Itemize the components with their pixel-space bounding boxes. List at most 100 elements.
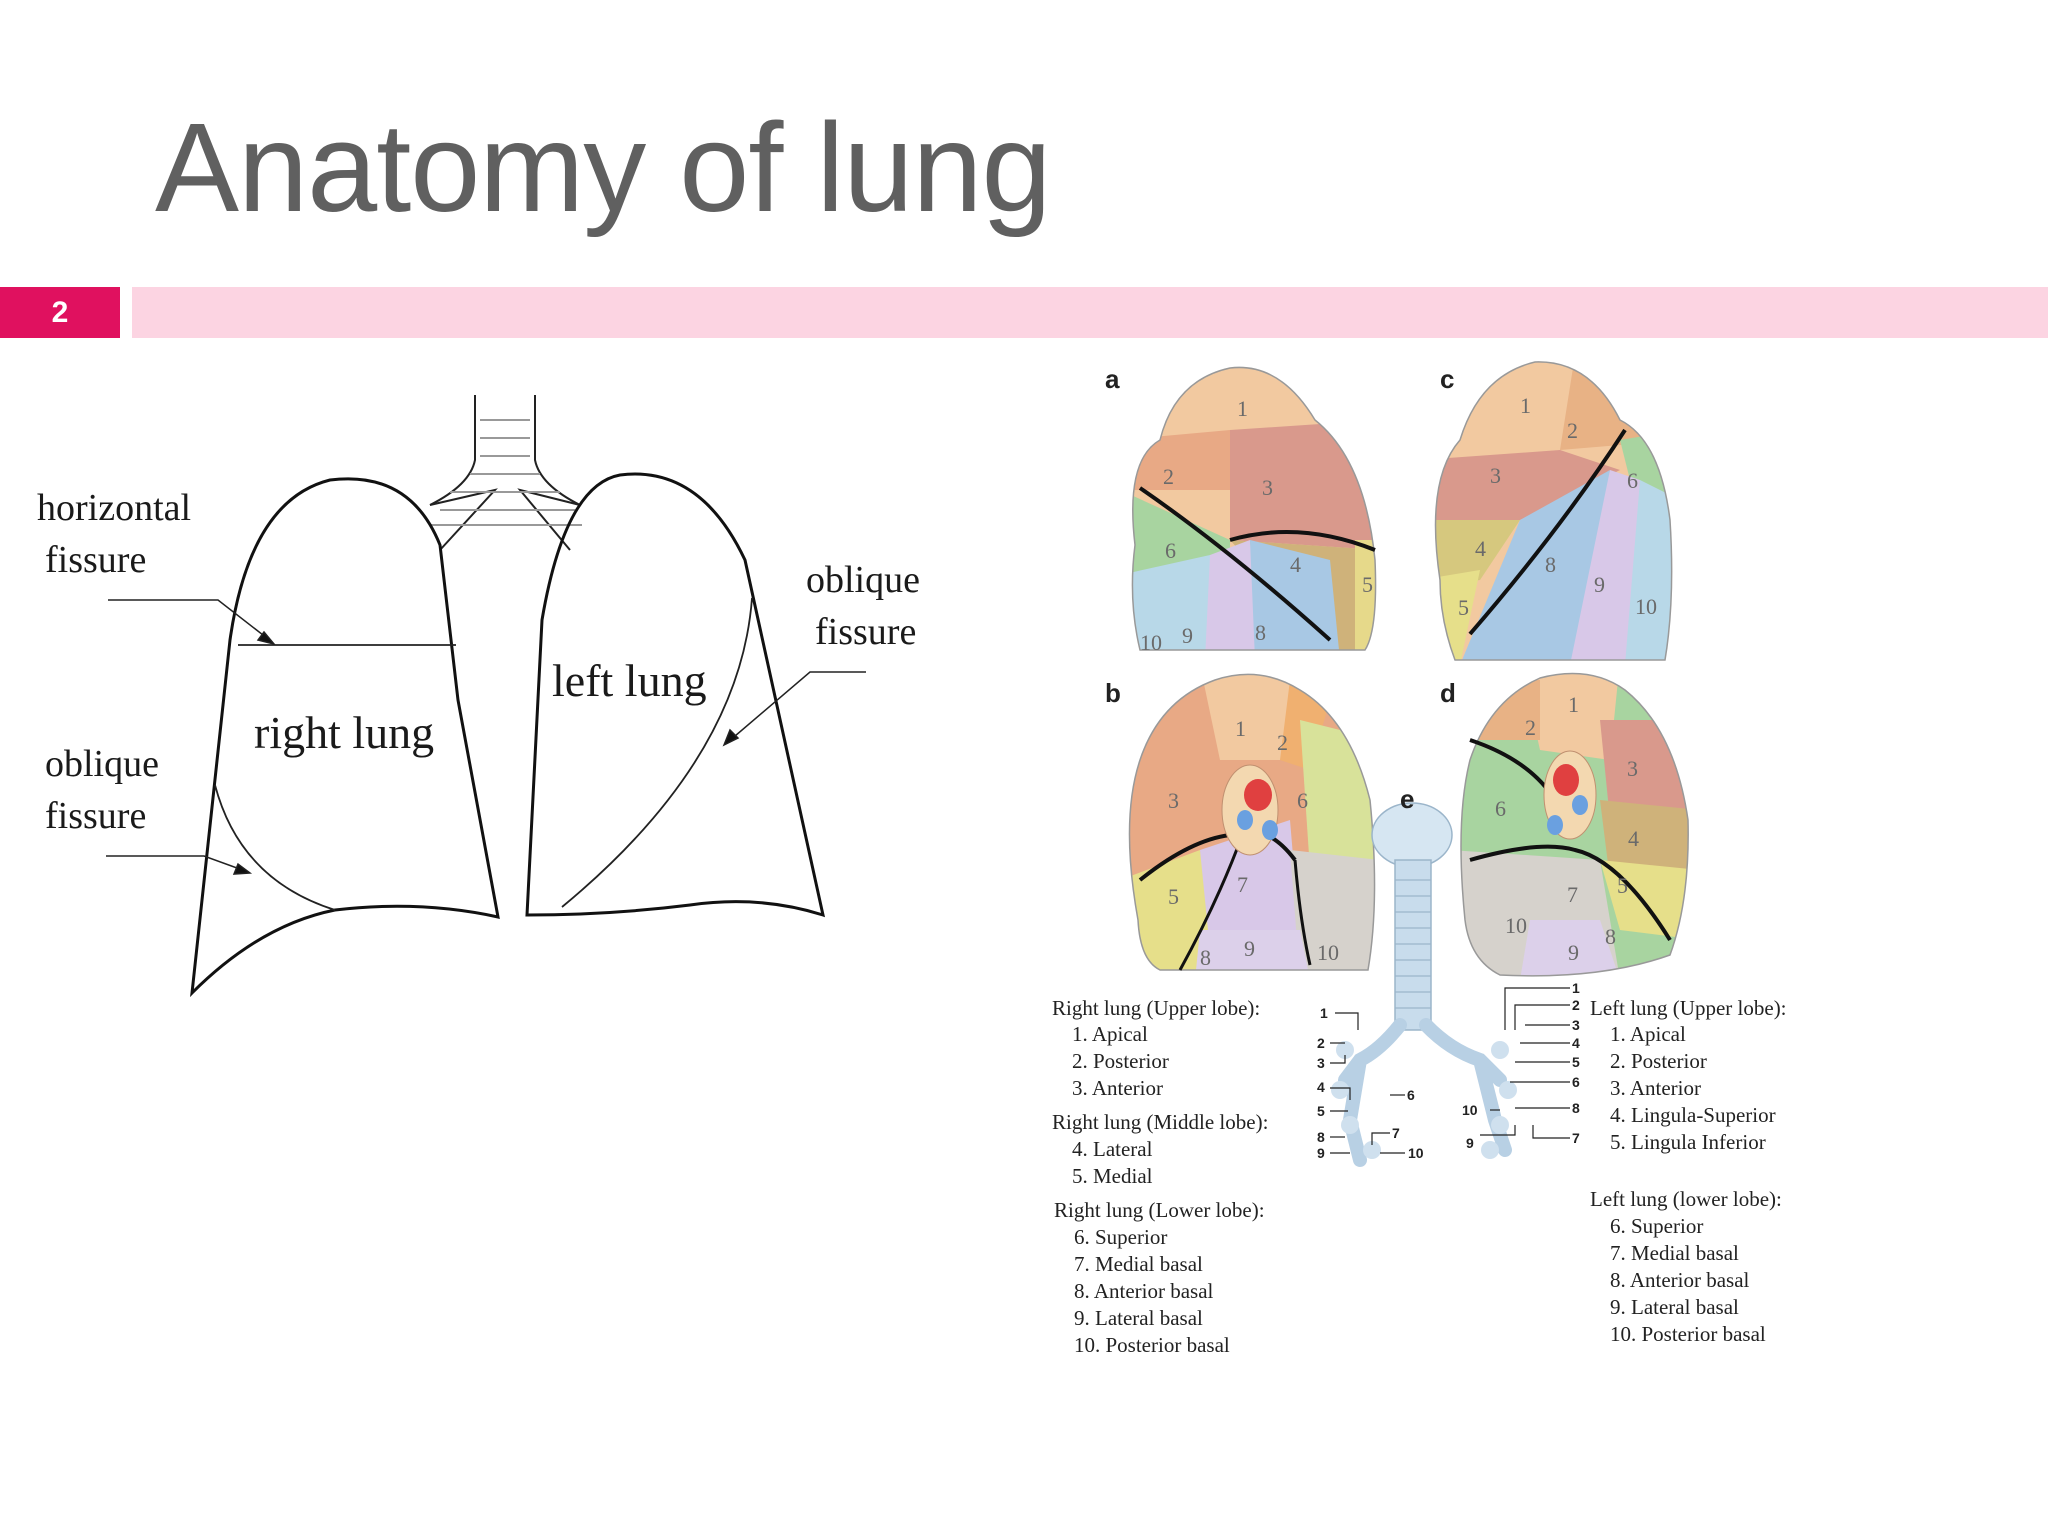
left-oblique-fissure-line	[561, 597, 753, 908]
segment-number: 9	[1594, 572, 1605, 597]
bronchus-number: 1	[1572, 980, 1580, 996]
segment-number: 4	[1628, 826, 1639, 851]
panel-letter-e: e	[1400, 784, 1414, 814]
right-oblique-fissure-label-2: fissure	[45, 795, 146, 837]
left-oblique-fissure-label-1: oblique	[806, 559, 920, 601]
key-item: 8. Anterior basal	[1074, 1279, 1214, 1303]
bronchus-number: 4	[1317, 1079, 1325, 1095]
key-item: 7. Medial basal	[1610, 1241, 1739, 1265]
key-item: 10. Posterior basal	[1074, 1333, 1230, 1357]
bronchus-number: 10	[1408, 1145, 1424, 1161]
panel-b-right-lung-medial	[1129, 674, 1375, 970]
segment-number: 3	[1490, 463, 1501, 488]
key-item: 2. Posterior	[1072, 1049, 1169, 1073]
key-item: 7. Medial basal	[1074, 1252, 1203, 1276]
panel-letter-d: d	[1440, 678, 1456, 708]
key-item: 6. Superior	[1610, 1214, 1703, 1238]
left-lung-label: left lung	[552, 655, 707, 706]
segment-number: 2	[1277, 730, 1288, 755]
right-oblique-fissure-line	[214, 784, 336, 911]
segment-number: 6	[1297, 788, 1308, 813]
key-item: 3. Anterior	[1610, 1076, 1701, 1100]
key-item: 5. Lingula Inferior	[1610, 1130, 1766, 1154]
key-left-lung: Left lung (Upper lobe): 1. Apical 2. Pos…	[1590, 996, 1787, 1346]
bronchus-number: 7	[1572, 1130, 1580, 1146]
segment-number: 10	[1635, 594, 1657, 619]
title-underline-bar	[132, 287, 2048, 338]
segment-number: 5	[1458, 595, 1469, 620]
horizontal-fissure-label-2: fissure	[45, 539, 146, 581]
key-item: 10. Posterior basal	[1610, 1322, 1766, 1346]
key-item: 2. Posterior	[1610, 1049, 1707, 1073]
segment-number: 10	[1505, 913, 1527, 938]
key-item: 9. Lateral basal	[1074, 1306, 1203, 1330]
bronchus-number: 9	[1317, 1145, 1325, 1161]
segment-number: 5	[1168, 884, 1179, 909]
left-oblique-fissure-label-2: fissure	[815, 611, 916, 653]
segment-number: 1	[1520, 393, 1531, 418]
segment-number: 5	[1617, 873, 1628, 898]
segment-number: 2	[1163, 464, 1174, 489]
bronchus-number: 5	[1317, 1103, 1325, 1119]
key-item: 9. Lateral basal	[1610, 1295, 1739, 1319]
segment-number: 5	[1362, 572, 1373, 597]
segment-number: 10	[1317, 940, 1339, 965]
label-pointers	[106, 599, 866, 875]
right-lung-label: right lung	[254, 707, 434, 758]
bronchus-number: 3	[1317, 1055, 1325, 1071]
right-lung-outline	[190, 477, 500, 998]
key-heading: Right lung (Lower lobe):	[1054, 1198, 1265, 1222]
bronchus-number: 9	[1466, 1135, 1474, 1151]
segment-number: 8	[1605, 924, 1616, 949]
key-heading: Left lung (Upper lobe):	[1590, 996, 1787, 1020]
right-oblique-fissure-label-1: oblique	[45, 743, 159, 785]
key-item: 3. Anterior	[1072, 1076, 1163, 1100]
segment-number: 3	[1627, 756, 1638, 781]
key-item: 8. Anterior basal	[1610, 1268, 1750, 1292]
segment-number: 1	[1237, 396, 1248, 421]
slide-number-badge: 2	[0, 287, 120, 338]
segment-number: 3	[1168, 788, 1179, 813]
key-item: 1. Apical	[1610, 1022, 1686, 1046]
bronchus-number: 4	[1572, 1035, 1580, 1051]
key-right-lung: Right lung (Upper lobe): 1. Apical 2. Po…	[1052, 996, 1268, 1357]
key-heading: Right lung (Upper lobe):	[1052, 996, 1260, 1020]
panel-letter-a: a	[1105, 364, 1120, 394]
segment-number: 7	[1567, 882, 1578, 907]
bronchus-leader-lines	[1330, 987, 1570, 1154]
segment-number: 9	[1182, 623, 1193, 648]
segment-number: 10	[1140, 630, 1162, 655]
segment-number: 8	[1545, 552, 1556, 577]
key-item: 4. Lingula-Superior	[1610, 1103, 1776, 1127]
trachea	[429, 395, 582, 551]
key-heading: Right lung (Middle lobe):	[1052, 1110, 1268, 1134]
panel-letter-c: c	[1440, 364, 1454, 394]
bronchus-number: 7	[1392, 1125, 1400, 1141]
horizontal-fissure-label-1: horizontal	[37, 487, 191, 529]
bronchus-number: 5	[1572, 1054, 1580, 1070]
segment-number: 4	[1290, 552, 1301, 577]
bronchus-number: 6	[1572, 1074, 1580, 1090]
segment-number: 7	[1237, 872, 1248, 897]
segment-number: 6	[1165, 538, 1176, 563]
page-title: Anatomy of lung	[155, 97, 1052, 238]
segment-number: 9	[1244, 936, 1255, 961]
segment-number: 3	[1262, 475, 1273, 500]
segment-number: 4	[1475, 536, 1486, 561]
segment-number: 8	[1255, 620, 1266, 645]
bronchus-number: 6	[1407, 1087, 1415, 1103]
bronchus-number: 1	[1320, 1005, 1328, 1021]
bronchus-number: 2	[1317, 1035, 1325, 1051]
bronchus-number: 2	[1572, 997, 1580, 1013]
panel-e-bronchial-tree	[1331, 802, 1517, 1167]
segment-number: 1	[1568, 692, 1579, 717]
bronchus-number: 8	[1572, 1100, 1580, 1116]
segment-number: 9	[1568, 940, 1579, 965]
key-item: 4. Lateral	[1072, 1137, 1153, 1161]
bronchus-number: 3	[1572, 1017, 1580, 1033]
segment-number: 6	[1627, 468, 1638, 493]
key-item: 5. Medial	[1072, 1164, 1153, 1188]
